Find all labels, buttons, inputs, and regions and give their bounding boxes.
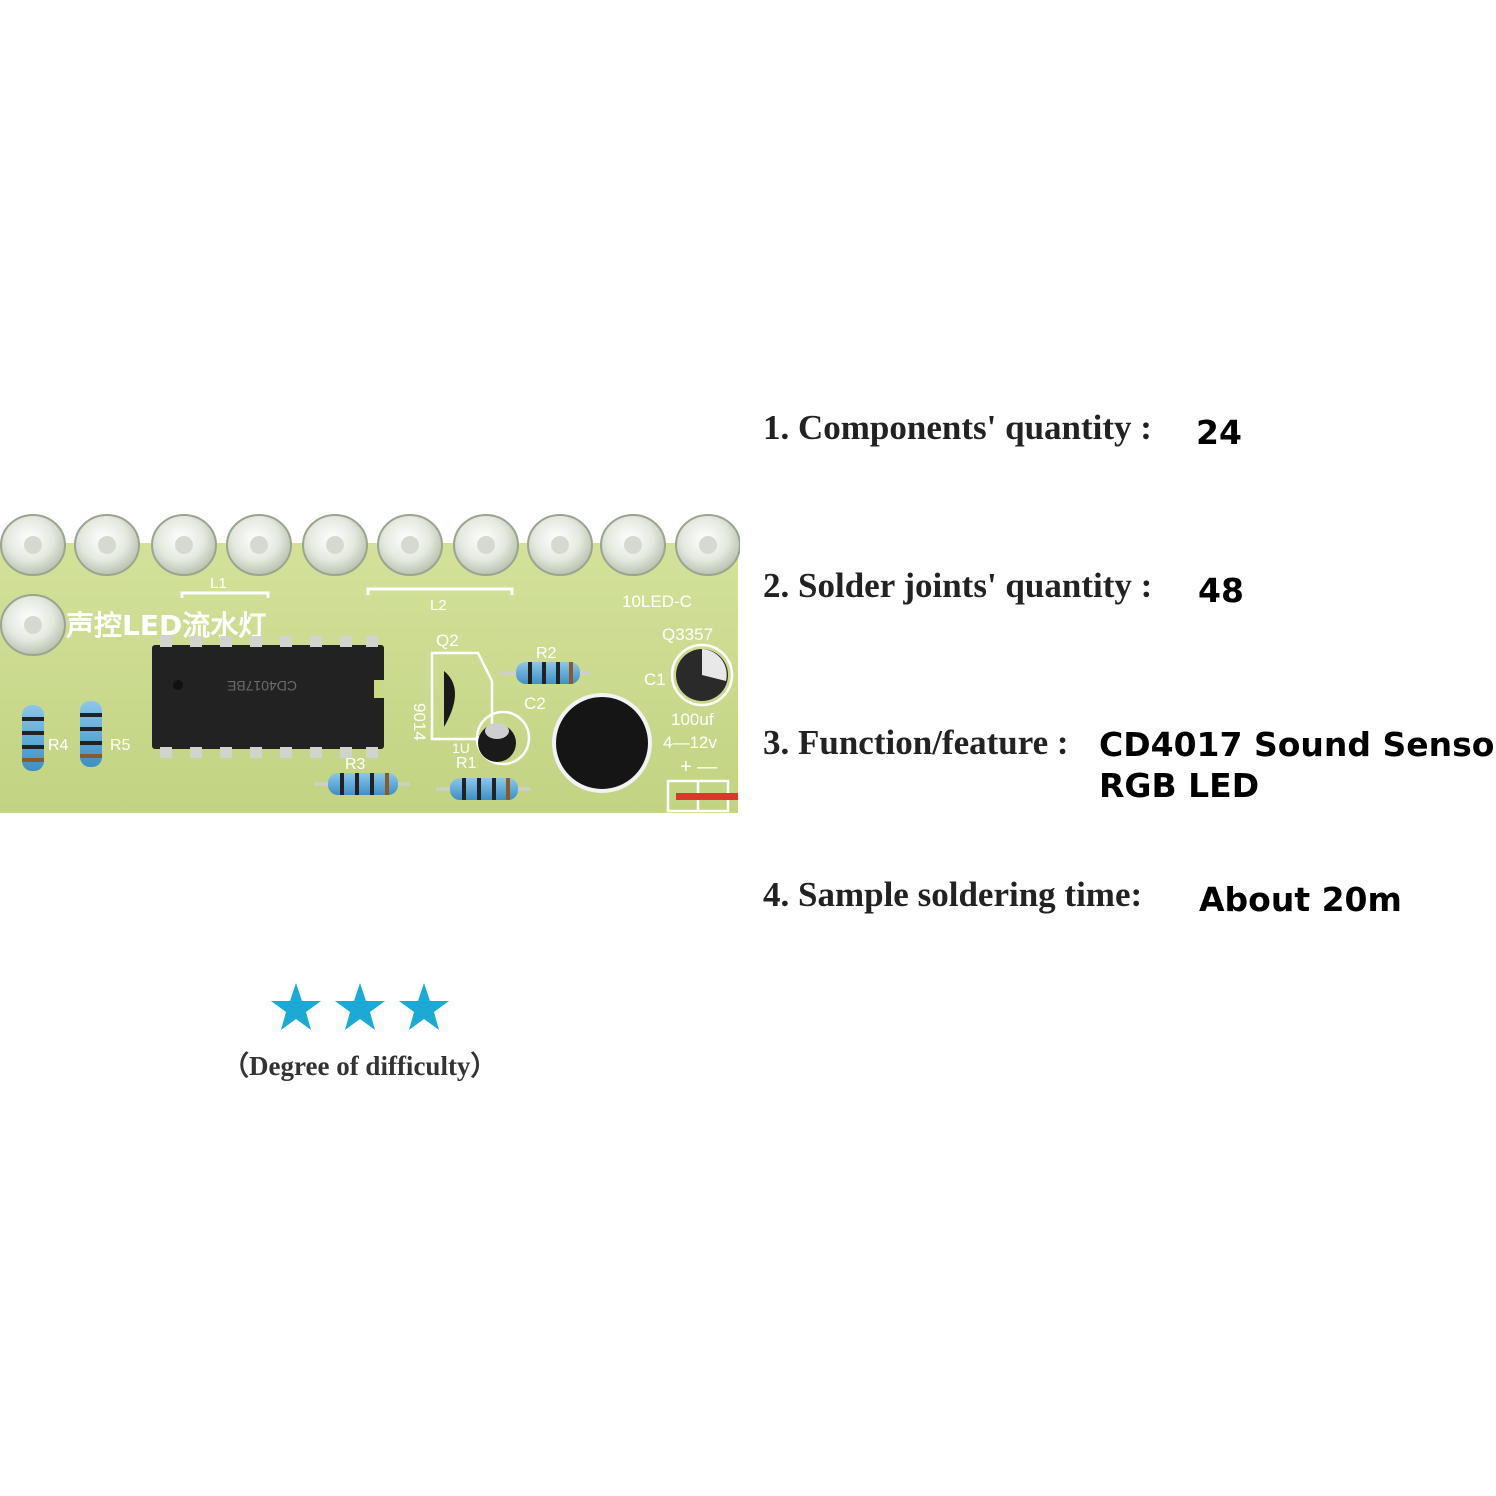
label-l1: L1 [210,575,227,592]
label-c1: C1 [644,670,666,689]
led [302,514,368,576]
led [151,514,217,576]
led [675,514,740,576]
resistor-r2 [500,662,590,684]
microphone [552,693,652,793]
label-r2: R2 [536,645,557,662]
led [600,514,666,576]
led [0,594,66,656]
difficulty-label: （Degree of difficulty） [222,1051,498,1081]
led [453,514,519,576]
spec-label-function: 3. Function/feature : [763,723,1069,762]
label-r1: R1 [456,755,477,772]
label-r3: R3 [345,756,366,773]
star-icon [335,983,385,1030]
led [0,514,66,576]
label-polarity: + — [680,756,717,778]
label-q2: Q2 [436,631,459,650]
label-r4: R4 [48,737,69,754]
ic-chip: CD4017BE [152,636,384,758]
led-row [0,514,740,656]
capacitor-c2 [475,710,531,766]
star-icon [399,983,449,1030]
led [377,514,443,576]
led [527,514,593,576]
spec-label-solder-joints: 2. Solder joints' quantity : [763,566,1153,605]
led [74,514,140,576]
resistor-r4 [22,705,44,771]
resistor-r1 [436,778,530,800]
label-q3357: Q3357 [662,625,713,644]
led [226,514,292,576]
label-c2-value: 1U [452,740,470,756]
star-icon [271,983,321,1030]
label-l2: L2 [430,597,447,614]
spec-value-soldering-time: About 20m [1199,880,1402,919]
spec-value-solder-joints: 48 [1198,571,1244,610]
capacitor-c1 [670,643,734,707]
spec-value-function: CD4017 Sound Sensor [1099,725,1496,764]
transistor-marking: 9014 [410,703,429,741]
difficulty-stars [268,982,452,1032]
pcb-board-image: L1 L2 10LED-C 声控LED流水灯 Q3357 Q2 R2 C1 C2… [0,513,740,815]
board-model: 10LED-C [622,592,692,611]
ic-marking: CD4017BE [227,678,297,694]
label-c2: C2 [524,694,546,713]
spec-value-components: 24 [1196,413,1242,452]
spec-value-function-line2: RGB LED [1099,766,1260,805]
resistor-r5 [80,701,102,767]
spec-label-components: 1. Components' quantity : [763,408,1152,447]
resistor-r3 [314,773,410,795]
label-voltage: 4—12v [663,733,717,752]
label-r5: R5 [110,737,131,754]
label-cap-value: 100uf [671,710,714,729]
spec-label-soldering-time: 4. Sample soldering time: [763,875,1143,914]
power-connector [666,779,738,813]
